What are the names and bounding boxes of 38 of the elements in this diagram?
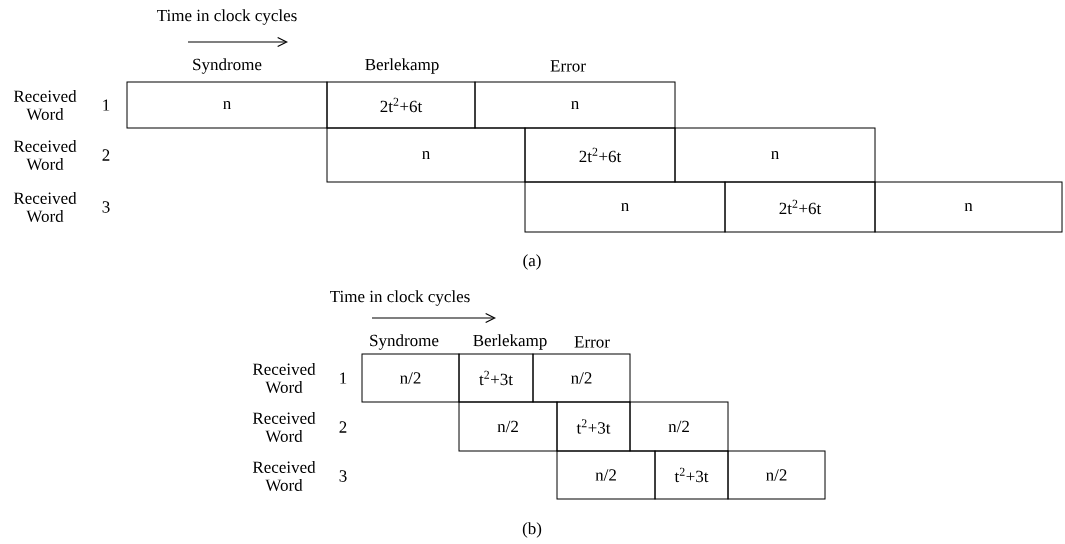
stage-cell: n/2 — [361, 353, 460, 403]
stage-cell: n/2 — [458, 401, 558, 452]
row-number: 3 — [102, 201, 110, 213]
stage-cell: t$^{2}$+3t — [458, 353, 534, 403]
stage-cell: t$^{2}$+3t — [654, 450, 729, 500]
stage-cell: n — [674, 127, 876, 183]
row-label: Received Word — [252, 412, 316, 443]
row-label: Received Word — [252, 363, 316, 394]
axis-label: Time in clock cycles — [330, 290, 470, 306]
column-heading: Berlekamp — [365, 58, 439, 74]
row-label: Received Word — [13, 192, 77, 222]
row-label: Received Word — [252, 461, 316, 492]
stage-cell: n/2 — [629, 401, 729, 452]
column-heading: Berlekamp — [473, 334, 547, 350]
stage-cell: 2t$^{2}$+6t — [326, 81, 476, 129]
stage-cell: n/2 — [532, 353, 631, 403]
stage-cell: n — [874, 181, 1063, 233]
stage-cell: n/2 — [727, 450, 826, 500]
stage-cell: n/2 — [556, 450, 656, 500]
stage-cell: n — [126, 81, 328, 129]
subfigure-caption: (b) — [522, 522, 542, 538]
column-heading: Error — [574, 336, 610, 348]
row-number: 2 — [102, 149, 110, 161]
row-number: 1 — [103, 99, 110, 111]
row-label: Received Word — [13, 140, 77, 170]
column-heading: Syndrome — [370, 334, 439, 350]
row-label: Received Word — [13, 90, 77, 120]
axis-label: Time in clock cycles — [157, 9, 297, 25]
stage-cell: n — [326, 127, 526, 183]
stage-cell: 2t$^{2}$+6t — [524, 127, 676, 183]
row-number: 1 — [340, 372, 347, 384]
stage-cell: n — [474, 81, 676, 129]
row-number: 3 — [339, 470, 347, 482]
stage-cell: t$^{2}$+3t — [556, 401, 631, 452]
stage-cell: 2t$^{2}$+6t — [724, 181, 876, 233]
subfigure-caption: (a) — [523, 254, 541, 270]
stage-cell: n — [524, 181, 726, 233]
row-number: 2 — [339, 421, 347, 433]
